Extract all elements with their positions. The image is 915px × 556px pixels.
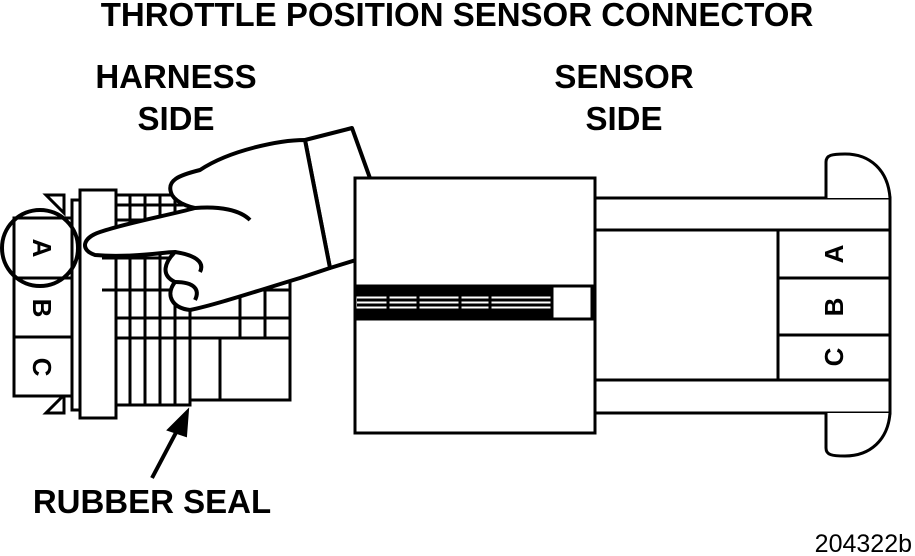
rubber-seal-arrow (150, 407, 190, 479)
diagram-title: THROTTLE POSITION SENSOR CONNECTOR (101, 0, 814, 33)
sensor-pin-b: B (819, 298, 849, 317)
sensor-pin-a: A (819, 244, 849, 263)
sensor-side-label-line2: SIDE (585, 100, 662, 137)
rubber-seal-label: RUBBER SEAL (33, 483, 271, 520)
sensor-pin-c: C (819, 347, 849, 366)
harness-side-label-line2: SIDE (137, 100, 214, 137)
harness-pin-c: C (27, 358, 57, 377)
sensor-side-label-line1: SENSOR (554, 58, 694, 95)
sensor-connector (353, 152, 892, 458)
figure-number: 204322b (815, 530, 912, 556)
pin-a-highlight-circle (0, 208, 80, 288)
harness-pin-a: A (27, 239, 57, 258)
harness-pin-b: B (27, 299, 57, 318)
harness-side-label-line1: HARNESS (95, 58, 256, 95)
